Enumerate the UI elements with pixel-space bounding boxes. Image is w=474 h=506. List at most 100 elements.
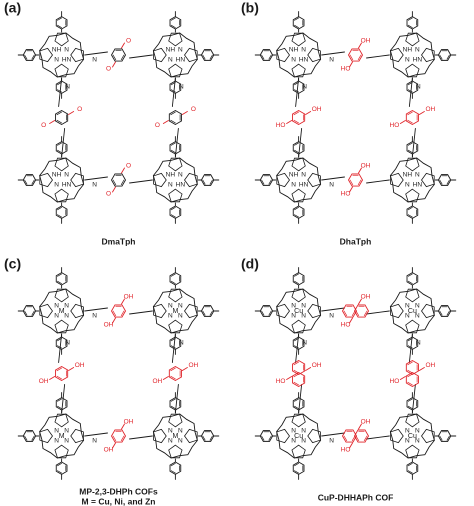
bond bbox=[31, 54, 35, 60]
bond bbox=[355, 435, 360, 442]
bond bbox=[120, 310, 125, 317]
metal-center: M bbox=[172, 433, 178, 440]
macrocycle bbox=[39, 157, 85, 203]
core-atom: N bbox=[168, 57, 173, 64]
bond bbox=[57, 89, 62, 93]
core-atom: N bbox=[178, 438, 183, 445]
substituent-label: OH bbox=[361, 294, 371, 301]
bond bbox=[407, 361, 413, 366]
bond bbox=[261, 54, 265, 60]
bond bbox=[170, 149, 176, 153]
pyrrole-ring bbox=[184, 303, 198, 319]
panel-label: (b) bbox=[241, 0, 259, 16]
benzene-ring bbox=[169, 272, 182, 286]
metal-center: M bbox=[172, 308, 178, 315]
pyrrole-ring bbox=[291, 157, 306, 172]
bond bbox=[363, 435, 368, 442]
imine-nitrogen: N bbox=[65, 340, 70, 347]
pyrrole-ring bbox=[168, 32, 183, 47]
bond bbox=[112, 61, 116, 68]
substituent-label: OH bbox=[124, 294, 134, 301]
pyrrole-ring bbox=[39, 172, 53, 188]
pyrrole-ring bbox=[168, 319, 183, 334]
pyrrole-ring bbox=[153, 428, 167, 444]
bond bbox=[24, 435, 28, 441]
bond bbox=[162, 376, 169, 380]
pyrrole-ring bbox=[184, 47, 198, 63]
benzene-ring bbox=[259, 305, 274, 317]
benzene-ring bbox=[55, 272, 68, 286]
bond bbox=[170, 470, 176, 474]
benzene-ring bbox=[55, 365, 69, 382]
bond bbox=[120, 54, 125, 61]
benzene-ring bbox=[292, 141, 305, 155]
bond bbox=[439, 54, 443, 60]
pyrrole-ring bbox=[405, 157, 420, 172]
bond bbox=[446, 435, 450, 441]
panel-label: (a) bbox=[4, 0, 21, 16]
bond bbox=[84, 307, 108, 312]
core-atom: N bbox=[415, 428, 420, 435]
bond bbox=[57, 17, 62, 21]
core-atom: N bbox=[415, 313, 420, 320]
bond bbox=[294, 345, 299, 349]
imine-nitrogen: N bbox=[416, 84, 421, 91]
core-atom: NH bbox=[289, 47, 299, 54]
bond bbox=[295, 77, 300, 107]
pyrrole-ring bbox=[405, 32, 420, 47]
bond bbox=[357, 54, 362, 61]
bond bbox=[411, 128, 416, 158]
bond bbox=[68, 111, 75, 115]
pyrrole-ring bbox=[168, 63, 183, 78]
pyrrole-ring bbox=[54, 319, 69, 334]
bond bbox=[349, 317, 353, 324]
bond bbox=[57, 463, 62, 467]
bond bbox=[209, 179, 213, 185]
core-atom: N bbox=[178, 303, 183, 310]
core-atom: N bbox=[415, 303, 420, 310]
pyrrole-ring bbox=[390, 47, 404, 63]
bond bbox=[349, 54, 354, 61]
core-atom: N bbox=[178, 47, 183, 54]
pyrrole-ring bbox=[54, 444, 69, 459]
benzene-ring bbox=[292, 397, 305, 411]
bond bbox=[321, 51, 345, 56]
bond bbox=[112, 179, 117, 186]
panel-label: (d) bbox=[241, 256, 259, 272]
benzene-ring bbox=[110, 48, 127, 62]
core-atom: N bbox=[291, 303, 296, 310]
benzene-ring bbox=[259, 430, 274, 442]
substituent-label: OH bbox=[104, 322, 114, 329]
benzene-ring bbox=[405, 109, 419, 126]
core-atom: N bbox=[405, 313, 410, 320]
imine-nitrogen: N bbox=[416, 340, 421, 347]
pyrrole-ring bbox=[421, 303, 435, 319]
bond bbox=[174, 128, 179, 158]
pyrrole-ring bbox=[291, 32, 306, 47]
bond bbox=[202, 310, 206, 316]
substituent-label: HO bbox=[341, 322, 351, 329]
benzene-ring bbox=[169, 141, 182, 155]
core-atom: NH bbox=[52, 47, 62, 54]
imine-nitrogen: N bbox=[65, 84, 70, 91]
substituent-label: OH bbox=[361, 163, 371, 170]
core-atom: N bbox=[415, 438, 420, 445]
core-atom: N bbox=[301, 438, 306, 445]
benzene-ring bbox=[347, 48, 364, 62]
core-atom: N bbox=[54, 303, 59, 310]
bond bbox=[293, 373, 299, 378]
pyrrole-ring bbox=[153, 303, 167, 319]
bond bbox=[358, 167, 362, 174]
bond bbox=[57, 470, 62, 474]
imine-nitrogen: N bbox=[329, 57, 334, 64]
pyrrole-ring bbox=[307, 303, 321, 319]
pyrrole-ring bbox=[276, 172, 290, 188]
pyrrole-ring bbox=[405, 188, 420, 203]
substituent-label: OH bbox=[426, 362, 436, 369]
core-atom: N bbox=[54, 428, 59, 435]
